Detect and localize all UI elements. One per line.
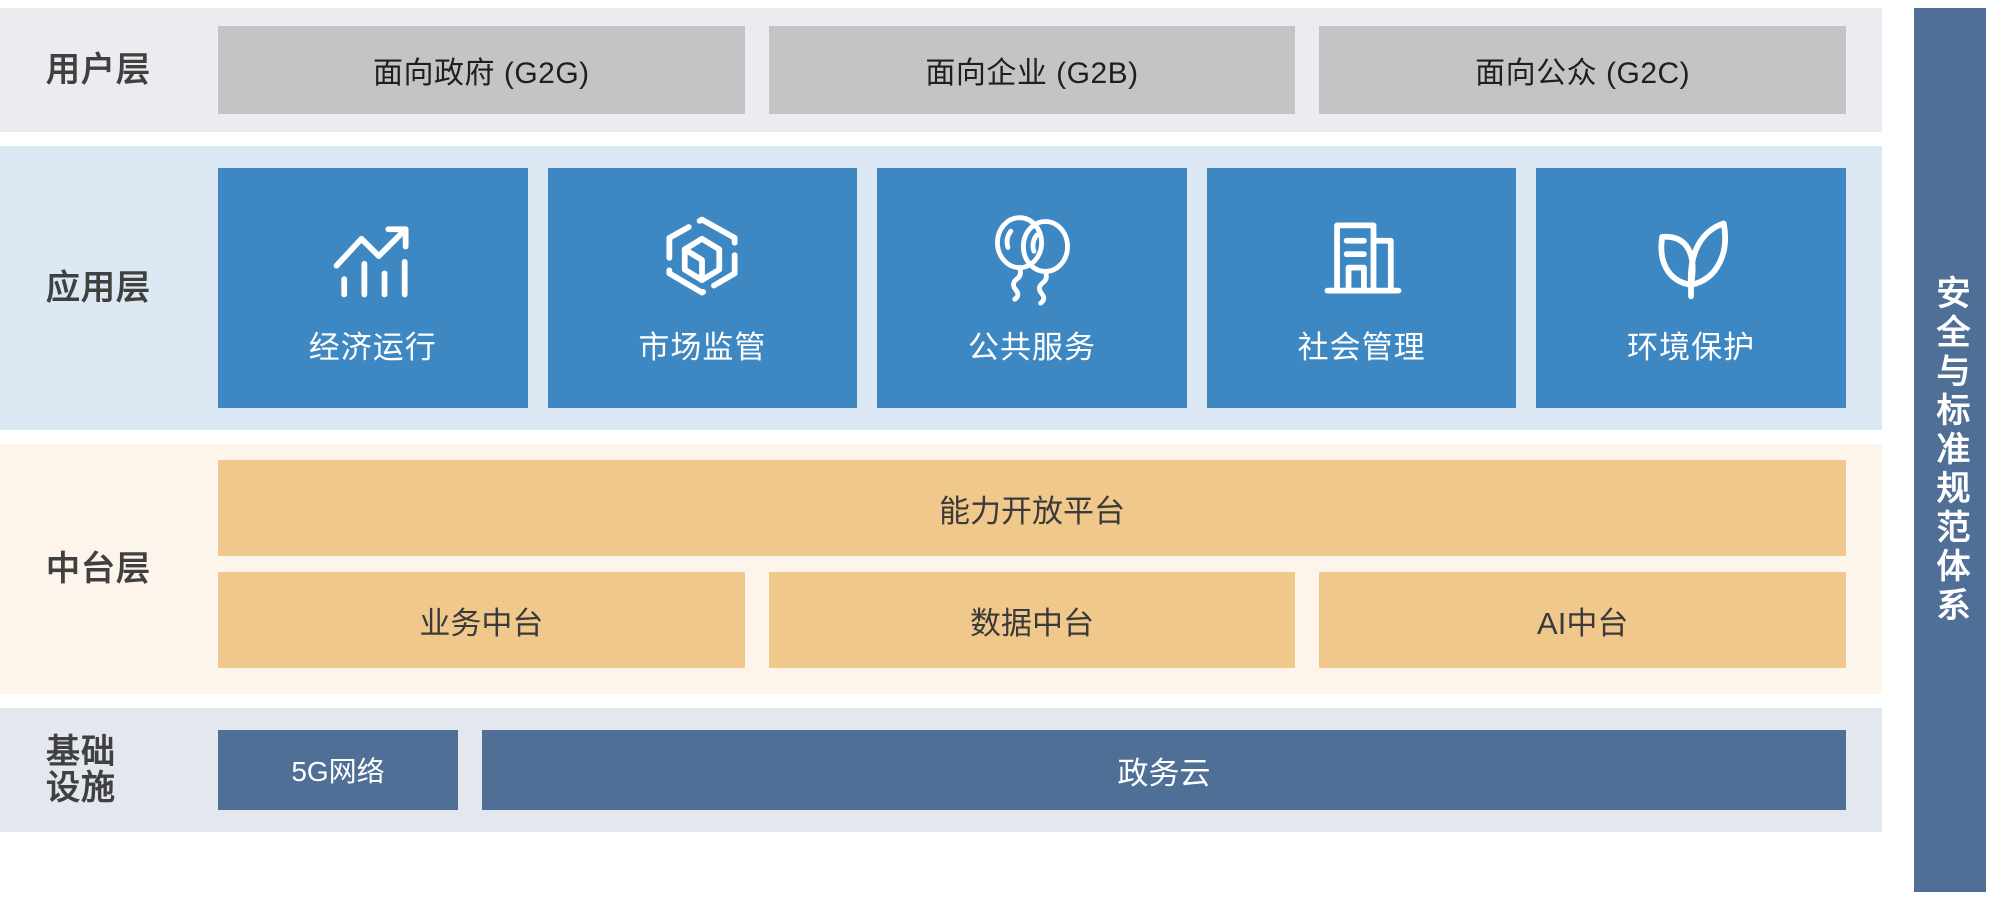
application-layer-label: 应用层 xyxy=(46,268,151,307)
ai-middle-platform-box[interactable]: AI中台 xyxy=(1319,572,1847,668)
capability-open-platform-box[interactable]: 能力开放平台 xyxy=(218,460,1846,556)
app-card-label: 市场监管 xyxy=(638,329,767,365)
building-icon xyxy=(1314,210,1410,306)
layer-stack: 用户层 面向政府 (G2G) 面向企业 (G2B) 面向公众 (G2C) 应用层 xyxy=(0,8,1882,832)
middle-platform-row: 业务中台 数据中台 AI中台 xyxy=(218,572,1847,668)
user-box-g2g[interactable]: 面向政府 (G2G) xyxy=(218,26,745,114)
user-layer-label: 用户层 xyxy=(46,50,151,89)
user-box-g2b[interactable]: 面向企业 (G2B) xyxy=(768,26,1296,114)
middle-platform-layer-body: 能力开放平台 业务中台 数据中台 AI中台 xyxy=(218,444,1882,694)
application-layer: 应用层 经济运行 xyxy=(0,146,1882,430)
app-card-label: 公共服务 xyxy=(967,329,1096,365)
middle-platform-layer: 中台层 能力开放平台 业务中台 数据中台 AI中台 xyxy=(0,444,1882,694)
data-middle-platform-box[interactable]: 数据中台 xyxy=(768,572,1296,668)
application-layer-body: 经济运行 市场监管 xyxy=(218,146,1882,430)
app-card-label: 社会管理 xyxy=(1297,329,1426,365)
infrastructure-label-line2: 设施 xyxy=(46,769,116,807)
app-card-environment[interactable]: 环境保护 xyxy=(1536,168,1846,408)
balloons-icon xyxy=(984,210,1080,306)
middle-platform-layer-label: 中台层 xyxy=(46,549,151,588)
security-standards-label: 安全与标准规范体系 xyxy=(1931,274,1969,626)
infrastructure-layer: 基础 设施 5G网络 政务云 xyxy=(0,708,1882,832)
growth-chart-icon xyxy=(325,210,421,306)
infrastructure-label-line1: 基础 xyxy=(46,732,116,771)
business-middle-platform-box[interactable]: 业务中台 xyxy=(218,572,745,668)
app-card-label: 环境保护 xyxy=(1627,329,1756,365)
app-card-social-management[interactable]: 社会管理 xyxy=(1206,168,1517,408)
infra-box-government-cloud[interactable]: 政务云 xyxy=(482,730,1846,810)
hexagon-cube-icon xyxy=(654,210,750,306)
app-card-market-supervision[interactable]: 市场监管 xyxy=(547,168,858,408)
user-layer-body: 面向政府 (G2G) 面向企业 (G2B) 面向公众 (G2C) xyxy=(218,26,1882,114)
leaves-icon xyxy=(1643,210,1739,306)
infrastructure-layer-body: 5G网络 政务云 xyxy=(218,730,1882,810)
infrastructure-layer-label: 基础 设施 xyxy=(0,734,218,806)
security-standards-bar[interactable]: 安全与标准规范体系 xyxy=(1914,8,1986,892)
user-box-g2c[interactable]: 面向公众 (G2C) xyxy=(1319,26,1847,114)
app-card-public-service[interactable]: 公共服务 xyxy=(877,168,1187,408)
user-layer: 用户层 面向政府 (G2G) 面向企业 (G2B) 面向公众 (G2C) xyxy=(0,8,1882,132)
infra-box-5g-network[interactable]: 5G网络 xyxy=(218,730,458,810)
app-card-economy[interactable]: 经济运行 xyxy=(218,168,528,408)
app-card-label: 经济运行 xyxy=(308,329,437,365)
